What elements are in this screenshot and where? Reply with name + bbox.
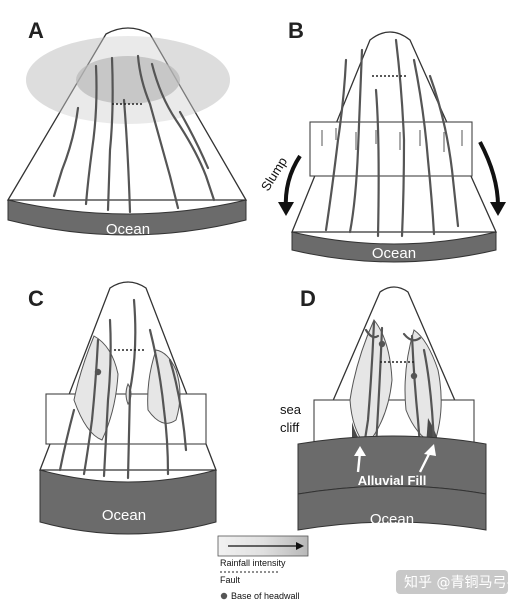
headwall-dot-icon <box>220 592 228 600</box>
ocean-d <box>297 485 487 531</box>
legend-rainfall-label: Rainfall intensity <box>220 558 286 568</box>
ocean-label-c: Ocean <box>102 507 146 524</box>
ocean-label-d: Ocean <box>370 511 414 528</box>
valleys-a <box>52 54 216 214</box>
ocean-a <box>7 199 247 236</box>
legend-headwall-label: Base of headwall <box>231 591 300 601</box>
rainfall-arrowhead-icon <box>296 542 304 550</box>
panel-label-d: D <box>300 286 316 311</box>
valleys-b <box>324 38 460 238</box>
panel-c: C Ocean <box>28 281 217 535</box>
ticks-b <box>321 128 463 152</box>
watermark: 知乎 @青铜马弓手 <box>404 574 512 591</box>
panel-b: B Ocean Slump <box>258 18 506 263</box>
panel-d: D Alluvial Fill Ocean sea cliff <box>280 286 487 531</box>
alluvial-arrow-right <box>418 451 432 473</box>
sea-cliff-label-1: sea <box>280 402 302 417</box>
sea-cliff-label-2: cliff <box>280 420 300 435</box>
ocean-b <box>291 231 497 263</box>
slump-arrowhead-right <box>490 202 506 216</box>
slump-arrowhead-left <box>278 202 294 216</box>
panel-label-a: A <box>28 18 44 43</box>
alluvial-arrowhead-left <box>354 446 366 456</box>
alluvial-fill-label: Alluvial Fill <box>358 473 427 488</box>
headwall-dot-c <box>94 368 102 376</box>
panel-label-c: C <box>28 286 44 311</box>
legend-fault-label: Fault <box>220 575 241 585</box>
slump-arrow-right <box>478 141 500 207</box>
ocean-c <box>39 469 217 535</box>
legend: Rainfall intensity Fault Base of headwal… <box>217 535 309 601</box>
panel-a: A Ocean <box>6 18 248 238</box>
panel-label-b: B <box>288 18 304 43</box>
ocean-label-a: Ocean <box>106 221 150 238</box>
ocean-label-b: Ocean <box>372 245 416 262</box>
valleys-c <box>58 298 188 480</box>
alluvial-arrowhead-right <box>424 444 436 456</box>
headwall-dot-d-left <box>378 340 386 348</box>
headwall-dot-d-right <box>410 372 418 380</box>
valleys-d <box>362 320 436 448</box>
watermark-bg <box>396 570 508 594</box>
